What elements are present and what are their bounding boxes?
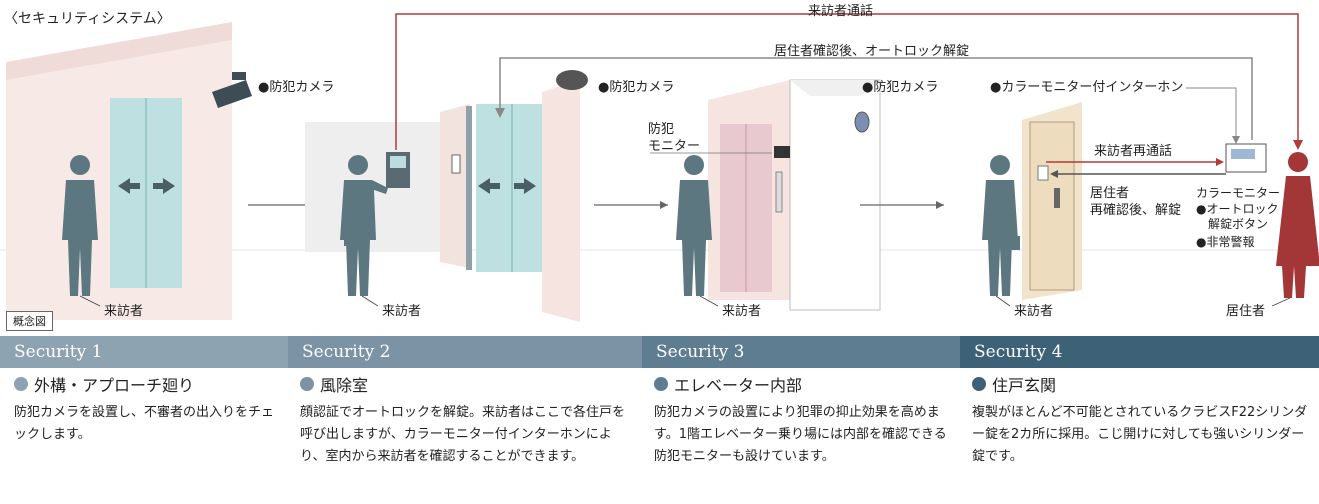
color-monitor-icon xyxy=(1225,143,1267,173)
visitor-call-label: 来訪者通話 xyxy=(808,4,874,19)
visitor-label-1: 来訪者 xyxy=(104,304,144,319)
reconfirm-label-line1: 居住者 xyxy=(1090,186,1130,201)
diagram-illustration xyxy=(0,13,1319,322)
section-3-heading-row: エレベーター内部 xyxy=(654,372,952,396)
section-2-heading: 風除室 xyxy=(320,376,369,395)
concept-label: 概念図 xyxy=(6,311,53,331)
autolock-button-label-line1: ●オートロック xyxy=(1196,202,1279,216)
elevator-structure xyxy=(708,79,881,311)
visitor-figure-2 xyxy=(340,155,388,296)
camera-label-1: ●防犯カメラ xyxy=(258,80,335,95)
bullet-icon xyxy=(654,377,668,391)
section-2-heading-row: 風除室 xyxy=(300,372,634,396)
color-monitor-label: カラーモニター xyxy=(1196,186,1281,200)
section-1-heading-row: 外構・アプローチ廻り xyxy=(14,372,280,396)
section-4: 住戸玄関 複製がほとんど不可能とされているクラビスF22シリンダー錠を2カ所に採… xyxy=(972,372,1310,468)
security-band-1: Security 1 xyxy=(0,336,288,368)
security-diagram: 〈セキュリティシステム〉 来訪者通話 居住者確認後、オートロック解錠 ●防犯カメ… xyxy=(0,4,1319,331)
emergency-label: ●非常警報 xyxy=(1196,235,1255,249)
resident-unlock-label: 居住者確認後、オートロック解錠 xyxy=(774,44,970,59)
security-band-3: Security 3 xyxy=(642,336,960,368)
visitor-label-3: 来訪者 xyxy=(722,304,762,319)
section-3: エレベーター内部 防犯カメラの設置により犯罪の抑止効果を高めます。1階エレベータ… xyxy=(654,372,952,468)
autolock-button-label-line2: 解錠ボタン xyxy=(1208,217,1269,231)
section-1-text: 防犯カメラを設置し、不審者の出入りをチェックします。 xyxy=(14,405,275,442)
visitor-label-2: 来訪者 xyxy=(382,304,422,319)
section-3-heading: エレベーター内部 xyxy=(674,376,803,395)
security-band-4: Security 4 xyxy=(960,336,1319,368)
section-4-text: 複製がほとんど不可能とされているクラビスF22シリンダー錠を2カ所に採用。こじ開… xyxy=(972,405,1308,464)
gate-structure xyxy=(6,22,232,320)
visitor-figure-4 xyxy=(982,155,1020,296)
camera-label-2: ●防犯カメラ xyxy=(598,80,675,95)
resident-label: 居住者 xyxy=(1226,304,1266,319)
recall-label: 来訪者再通話 xyxy=(1094,144,1173,159)
section-2-text: 顔認証でオートロックを解錠。来訪者はここで各住戸を呼び出しますが、カラーモニター… xyxy=(300,405,626,464)
bullet-icon xyxy=(972,377,986,391)
reconfirm-label-line2: 再確認後、解錠 xyxy=(1090,203,1182,218)
bullet-icon xyxy=(14,377,28,391)
section-3-text: 防犯カメラの設置により犯罪の抑止効果を高めます。1階エレベーター乗り場には内部を… xyxy=(654,405,947,464)
visitor-figures xyxy=(62,155,1020,296)
camera-label-3: ●防犯カメラ xyxy=(862,80,939,95)
bullet-icon xyxy=(300,377,314,391)
section-2: 風除室 顔認証でオートロックを解錠。来訪者はここで各住戸を呼び出しますが、カラー… xyxy=(300,372,634,468)
visitor-call-line xyxy=(395,13,1299,150)
camera-icon-1 xyxy=(212,72,252,108)
visitor-figure-3 xyxy=(676,155,712,296)
camera-icon-2 xyxy=(556,70,588,90)
resident-figure xyxy=(1276,152,1319,298)
unlock-line xyxy=(499,57,1253,140)
intercom-label: ●カラーモニター付インターホン xyxy=(990,80,1184,95)
monitor-label-line2: モニター xyxy=(648,139,701,154)
section-4-heading: 住戸玄関 xyxy=(992,376,1057,395)
visitor-figure-1 xyxy=(62,155,98,296)
section-4-heading-row: 住戸玄関 xyxy=(972,372,1310,396)
visitor-label-4: 来訪者 xyxy=(1014,304,1054,319)
monitor-label-line1: 防犯 xyxy=(648,122,675,137)
page-title: 〈セキュリティシステム〉 xyxy=(4,11,171,27)
door-structure xyxy=(1022,102,1082,300)
section-1: 外構・アプローチ廻り 防犯カメラを設置し、不審者の出入りをチェックします。 xyxy=(14,372,280,446)
section-1-heading: 外構・アプローチ廻り xyxy=(34,376,195,395)
security-band-2: Security 2 xyxy=(288,336,642,368)
